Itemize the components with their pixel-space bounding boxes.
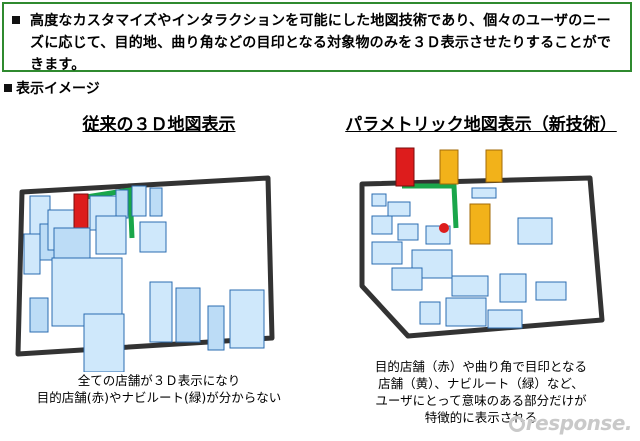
- parametric-map-title: パラメトリック地図表示（新技術）: [345, 115, 617, 135]
- caption-line: 全ての店舗が３Ｄ表示になり: [77, 373, 241, 388]
- caption-line: 店舗（黄）、ナビルート（緑）など、: [378, 376, 584, 391]
- parametric-map-illustration: [359, 147, 605, 339]
- section-title: 表示イメージ: [4, 78, 100, 98]
- destination-marker: [439, 223, 449, 233]
- route-line: [402, 183, 459, 229]
- flat-buildings: [371, 187, 567, 329]
- route-line: [79, 187, 135, 239]
- landmark-stores-yellow: [439, 149, 503, 245]
- 3d-buildings: [23, 185, 265, 372]
- caption-line: ユーザにとって意味のある部分だけが: [375, 393, 587, 408]
- watermark-text: response.: [525, 411, 633, 435]
- header-description: 高度なカスタマイズやインタラクションを可能にした地図技術であり、個々のユーザのニ…: [30, 13, 612, 73]
- caption-line: 目的店舗（赤）や曲り角で目印となる: [374, 359, 588, 374]
- conventional-map-title: 従来の３Ｄ地図表示: [82, 115, 236, 135]
- response-logo-icon: [508, 416, 525, 432]
- header-bullet: [12, 16, 20, 24]
- section-title-text: 表示イメージ: [16, 81, 100, 97]
- watermark: response.: [508, 411, 633, 435]
- header-box: 高度なカスタマイズやインタラクションを可能にした地図技術であり、個々のユーザのニ…: [2, 2, 632, 73]
- conventional-map-caption: 全ての店舗が３Ｄ表示になり 目的店舗(赤)やナビルート(緑)が分からない: [0, 372, 318, 406]
- parametric-map-panel: パラメトリック地図表示（新技術）: [322, 102, 640, 440]
- conventional-3d-map-illustration: [15, 175, 275, 372]
- caption-line: 目的店舗(赤)やナビルート(緑)が分からない: [36, 390, 282, 405]
- section-bullet: [4, 84, 12, 92]
- target-store-red: [395, 147, 415, 187]
- conventional-map-panel: 従来の３Ｄ地図表示: [0, 102, 318, 440]
